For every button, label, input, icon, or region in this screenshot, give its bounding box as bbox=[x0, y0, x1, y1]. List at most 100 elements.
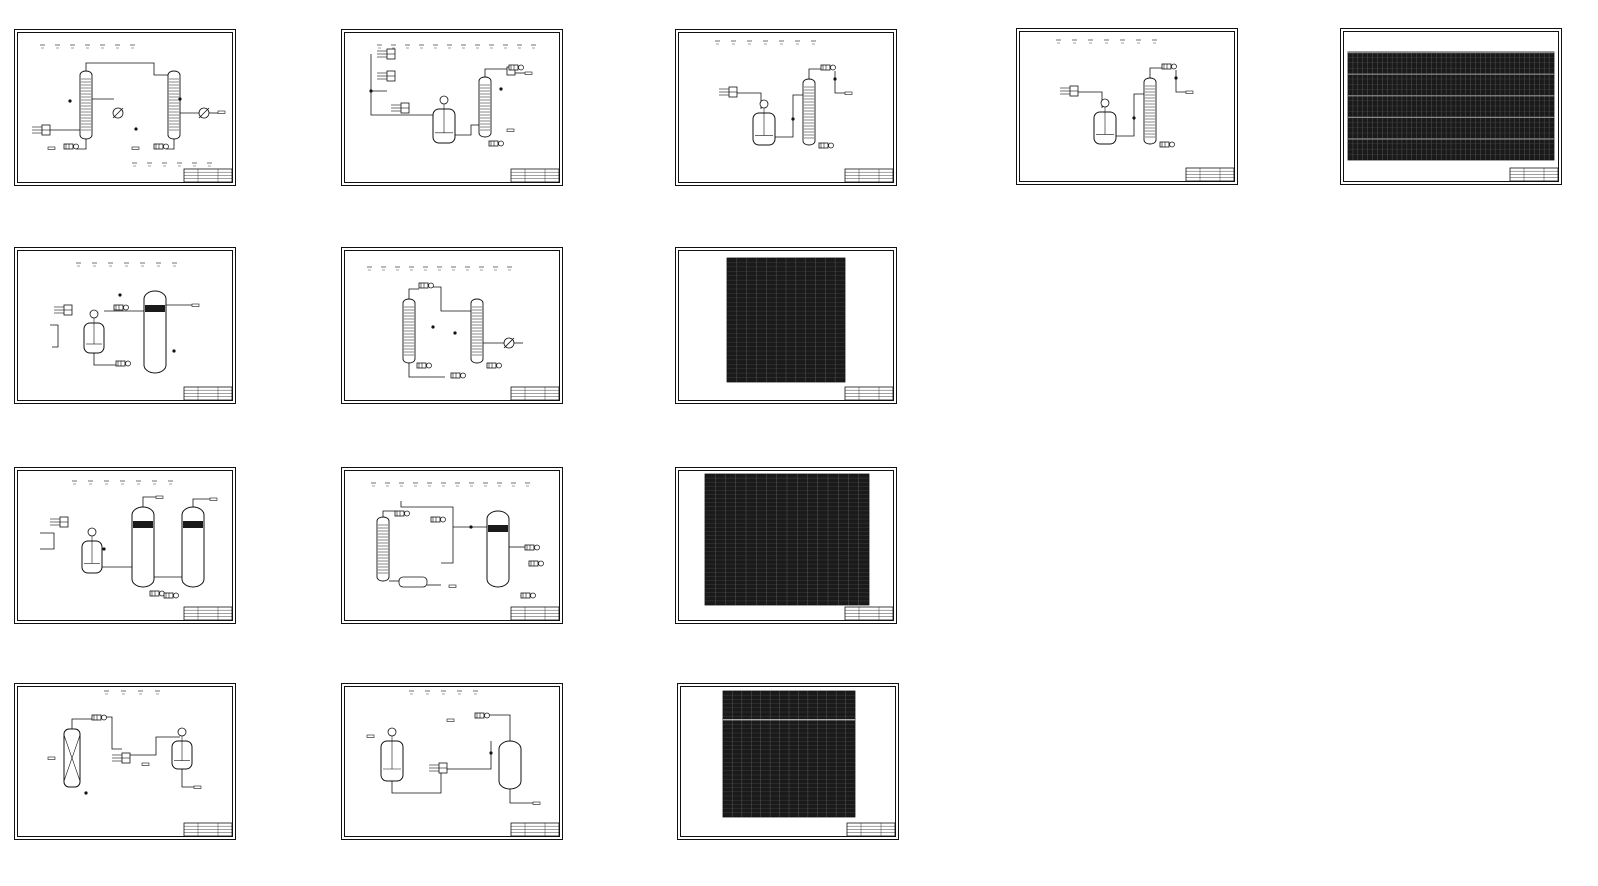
pipe-line bbox=[166, 139, 175, 150]
pump-icon bbox=[394, 510, 410, 517]
equipment-header-row bbox=[1056, 39, 1157, 44]
drawing-sheet-process[interactable] bbox=[14, 29, 236, 186]
feed-manifold bbox=[377, 70, 396, 82]
motor-icon bbox=[87, 527, 97, 537]
drawing-sheet-process[interactable] bbox=[341, 29, 563, 186]
stream-label bbox=[131, 146, 140, 150]
sheet-content bbox=[1347, 51, 1555, 161]
drawing-sheet-table[interactable] bbox=[677, 683, 899, 840]
sheet-canvas bbox=[14, 683, 236, 840]
distillation-column bbox=[802, 78, 816, 146]
pipe-line bbox=[391, 771, 442, 794]
drawing-frame bbox=[678, 250, 894, 401]
drawing-sheet-process[interactable] bbox=[341, 467, 563, 624]
drawing-frame bbox=[680, 686, 896, 837]
stirred-reactor bbox=[1093, 98, 1117, 145]
drawing-sheet-process[interactable] bbox=[341, 247, 563, 404]
stream-label bbox=[209, 497, 218, 501]
pump-icon bbox=[524, 544, 540, 551]
valve-icon bbox=[84, 791, 88, 795]
packing-bed bbox=[133, 521, 153, 528]
drawing-frame bbox=[1343, 31, 1559, 182]
sheet-canvas bbox=[14, 29, 236, 186]
motor-icon bbox=[89, 309, 99, 319]
stream-label bbox=[141, 762, 150, 766]
motor-icon bbox=[177, 727, 187, 737]
sheet-canvas bbox=[677, 683, 899, 840]
drawing-sheet-process[interactable] bbox=[14, 247, 236, 404]
sheet-canvas bbox=[14, 467, 236, 624]
data-table bbox=[722, 690, 856, 818]
drawing-sheet-process[interactable] bbox=[341, 683, 563, 840]
drawing-sheet-process[interactable] bbox=[14, 467, 236, 624]
distillation-column bbox=[402, 298, 416, 364]
drawing-frame bbox=[344, 250, 560, 401]
data-table bbox=[726, 257, 846, 383]
drawing-frame bbox=[1019, 31, 1235, 182]
valve-icon bbox=[134, 127, 138, 131]
sheet-border bbox=[341, 683, 563, 840]
pump-icon bbox=[450, 372, 466, 379]
valve-icon bbox=[469, 525, 473, 529]
valve-icon bbox=[489, 751, 493, 755]
pump-icon bbox=[820, 64, 836, 71]
valve-icon bbox=[178, 97, 182, 101]
valve-icon bbox=[369, 89, 373, 93]
packing-bed bbox=[183, 521, 203, 528]
sheet-canvas bbox=[675, 29, 897, 186]
pipe-line bbox=[489, 714, 511, 741]
valve-icon bbox=[499, 87, 503, 91]
valve-icon bbox=[102, 547, 106, 551]
pump-icon bbox=[115, 360, 131, 367]
kettle-reboiler bbox=[398, 576, 428, 588]
title-block bbox=[510, 822, 560, 837]
drawing-sheet-process[interactable] bbox=[14, 683, 236, 840]
drawing-sheet-process[interactable] bbox=[1016, 28, 1238, 185]
motor-icon bbox=[759, 99, 769, 109]
valve-icon bbox=[791, 117, 795, 121]
pump-icon bbox=[1161, 63, 1177, 70]
pump-icon bbox=[488, 140, 504, 147]
valve-icon bbox=[1174, 76, 1178, 80]
sheet-content bbox=[366, 690, 541, 805]
pipe-line bbox=[198, 107, 210, 119]
drawing-sheet-table[interactable] bbox=[675, 247, 897, 404]
stream-label bbox=[155, 495, 164, 499]
stream-label bbox=[506, 128, 515, 132]
sheet-border bbox=[675, 29, 897, 186]
stream-label bbox=[217, 110, 226, 114]
pipe-line bbox=[370, 91, 437, 116]
table-row bbox=[1348, 95, 1554, 97]
title-block bbox=[510, 386, 560, 401]
equipment-header-row bbox=[40, 44, 135, 49]
pipe-line bbox=[433, 286, 471, 312]
pump-icon bbox=[528, 560, 544, 567]
drawing-frame bbox=[344, 686, 560, 837]
pump-icon bbox=[113, 304, 129, 311]
sheet-content bbox=[1056, 39, 1194, 148]
table-row bbox=[1348, 73, 1554, 75]
stream-label bbox=[1185, 90, 1194, 94]
drawing-sheet-table[interactable] bbox=[675, 467, 897, 624]
sheet-border bbox=[341, 29, 563, 186]
feed-manifold bbox=[719, 86, 738, 98]
drawing-sheet-process[interactable] bbox=[675, 29, 897, 186]
data-table bbox=[704, 473, 870, 606]
pump-icon bbox=[486, 362, 502, 369]
pipe-line bbox=[93, 353, 116, 366]
sheet-content bbox=[40, 480, 218, 599]
sheet-border bbox=[14, 29, 236, 186]
feed-manifold bbox=[377, 48, 396, 60]
pipe-line bbox=[503, 337, 515, 349]
data-table bbox=[1347, 51, 1555, 161]
stirred-reactor bbox=[432, 95, 456, 144]
feed-manifold bbox=[112, 752, 131, 764]
pipe-line bbox=[63, 734, 81, 782]
pipe-line bbox=[408, 288, 419, 299]
stream-label bbox=[366, 734, 375, 738]
sheet-content bbox=[726, 257, 846, 383]
pipe-line bbox=[447, 741, 492, 770]
pump-icon bbox=[163, 592, 179, 599]
drawing-sheet-table[interactable] bbox=[1340, 28, 1562, 185]
